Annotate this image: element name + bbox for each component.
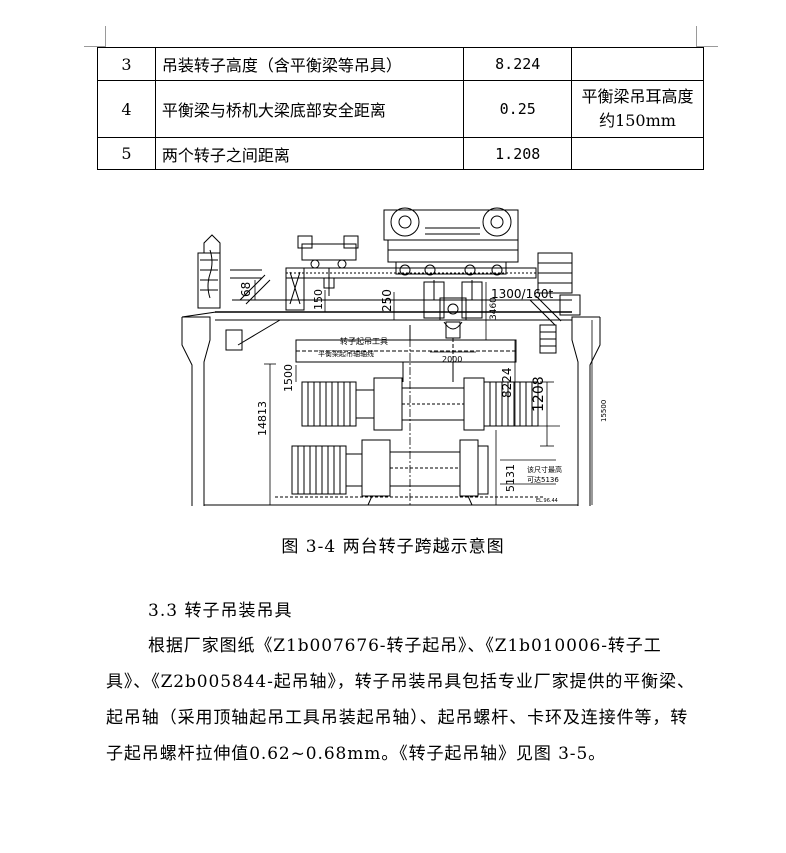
row-note: 平衡梁吊耳高度约150mm <box>571 80 704 138</box>
right-crane-end <box>529 252 581 354</box>
main-trolley <box>383 207 519 276</box>
parameter-table: 3 吊装转子高度（含平衡梁等吊具） 8.224 4 平衡梁与桥机大梁底部安全距离… <box>97 47 704 170</box>
dimension-labels: 68 150 250 3460 1300/160t 2000 转子起吊工具 平衡… <box>239 282 608 504</box>
crane-capacity: 1300/160t <box>491 287 553 301</box>
floor-note-line-2: 可达5136 <box>527 475 559 484</box>
rotor-crossing-drawing: 68 150 250 3460 1300/160t 2000 转子起吊工具 平衡… <box>181 207 608 506</box>
crop-mark-right-h <box>697 46 718 47</box>
crop-mark-right-v <box>696 26 697 47</box>
figure-caption: 图 3-4 两台转子跨越示意图 <box>281 537 505 557</box>
row-value: 0.25 <box>463 80 573 138</box>
left-crane-end <box>197 234 305 351</box>
row-item-name: 平衡梁与桥机大梁底部安全距离 <box>154 80 465 138</box>
dim-2000: 2000 <box>442 355 462 364</box>
beam-axis-label: 平衡梁起吊轴轴线 <box>318 349 374 358</box>
dim-250: 250 <box>380 289 394 312</box>
crop-mark-left-h <box>84 46 105 47</box>
dim-15500: 15500 <box>600 400 608 422</box>
dimension-lines <box>254 280 593 505</box>
dim-1208: 1208 <box>531 376 547 412</box>
upper-rotor <box>301 377 539 431</box>
left-wall <box>181 311 217 506</box>
dim-3460: 3460 <box>489 297 499 320</box>
row-item-name: 两个转子之间距离 <box>154 137 465 170</box>
body-paragraph: 根据厂家图纸《Z1b007676-转子起吊》、《Z1b010006-转子工具》、… <box>106 628 702 772</box>
row-number: 5 <box>97 137 156 170</box>
dim-14813: 14813 <box>256 401 269 436</box>
crop-mark-left-v <box>105 26 106 47</box>
right-wall <box>571 316 601 506</box>
row-note <box>571 137 704 170</box>
main-hook <box>423 280 483 339</box>
dim-8224: 8224 <box>500 367 514 398</box>
lower-rotor <box>291 439 489 506</box>
dim-1500: 1500 <box>282 364 295 392</box>
paragraph-text: 根据厂家图纸《Z1b007676-转子起吊》、《Z1b010006-转子工具》、… <box>106 636 695 764</box>
row-note <box>571 47 704 81</box>
crane-girder <box>215 267 572 321</box>
row-number: 3 <box>97 47 156 81</box>
dim-68: 68 <box>239 282 253 297</box>
table-row: 3 吊装转子高度（含平衡梁等吊具） 8.224 <box>97 47 704 81</box>
row-number: 4 <box>97 80 156 138</box>
section-heading: 3.3 转子吊装吊具 <box>148 601 293 621</box>
auxiliary-trolley <box>297 235 359 296</box>
table-row: 4 平衡梁与桥机大梁底部安全距离 0.25 平衡梁吊耳高度约150mm <box>97 80 704 138</box>
tool-label: 转子起吊工具 <box>340 336 388 346</box>
dim-5131: 5131 <box>504 464 517 492</box>
row-value: 1.208 <box>463 137 573 170</box>
row-value: 8.224 <box>463 47 573 81</box>
dim-150: 150 <box>312 289 325 310</box>
floor-elevation: EL.96.44 <box>536 498 558 504</box>
row-item-name: 吊装转子高度（含平衡梁等吊具） <box>154 47 465 81</box>
table-row: 5 两个转子之间距离 1.208 <box>97 137 704 170</box>
floor-note-line-1: 该尺寸最高 <box>527 465 562 474</box>
